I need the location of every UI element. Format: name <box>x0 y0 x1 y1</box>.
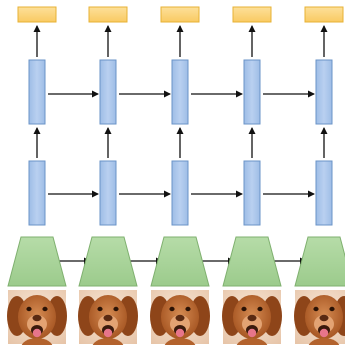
dog-nose <box>32 314 42 322</box>
encoder-block <box>294 236 345 287</box>
dog-chest <box>236 338 268 345</box>
encoder-block <box>7 236 67 287</box>
column-3 <box>150 6 210 345</box>
dog-photo <box>294 290 345 345</box>
encoder-block <box>222 236 282 287</box>
hidden-state-l1 <box>315 160 333 226</box>
dog-eye-right <box>113 306 119 312</box>
output-box <box>17 6 57 23</box>
dog-chest <box>21 338 53 345</box>
dog-photo <box>7 290 67 345</box>
hidden-state-l2 <box>171 59 189 125</box>
dog-nose <box>319 314 329 322</box>
dog-eye-left <box>26 306 32 312</box>
dog-tongue <box>319 328 329 338</box>
dog-nose <box>175 314 185 322</box>
hidden-state-l1 <box>243 160 261 226</box>
dog-photo <box>78 290 138 345</box>
dog-photo <box>150 290 210 345</box>
dog-tongue <box>247 328 257 338</box>
dog-photo <box>222 290 282 345</box>
hidden-state-l2 <box>315 59 333 125</box>
hidden-state-l1 <box>28 160 46 226</box>
dog-tongue <box>103 328 113 338</box>
dog-eye-left <box>169 306 175 312</box>
shapes-layer <box>7 6 345 345</box>
output-box <box>304 6 344 23</box>
dog-chest <box>164 338 196 345</box>
dog-nose <box>103 314 113 322</box>
dog-eye-right <box>329 306 335 312</box>
dog-tongue <box>32 328 42 338</box>
dog-tongue <box>175 328 185 338</box>
dog-eye-left <box>313 306 319 312</box>
column-2 <box>78 6 138 345</box>
arrows-layer <box>33 25 328 265</box>
output-box <box>232 6 272 23</box>
dog-eye-left <box>241 306 247 312</box>
encoder-block <box>78 236 138 287</box>
output-box <box>160 6 200 23</box>
output-box <box>88 6 128 23</box>
dog-chest <box>308 338 340 345</box>
hidden-state-l2 <box>28 59 46 125</box>
dog-chest <box>92 338 124 345</box>
dog-eye-right <box>185 306 191 312</box>
hidden-state-l1 <box>171 160 189 226</box>
encoder-block <box>150 236 210 287</box>
hidden-state-l2 <box>243 59 261 125</box>
dog-eye-left <box>97 306 103 312</box>
hidden-state-l1 <box>99 160 117 226</box>
hidden-state-l2 <box>99 59 117 125</box>
dog-nose <box>247 314 257 322</box>
dog-eye-right <box>42 306 48 312</box>
column-5 <box>294 6 345 345</box>
column-1 <box>7 6 67 345</box>
dog-eye-right <box>257 306 263 312</box>
column-4 <box>222 6 282 345</box>
